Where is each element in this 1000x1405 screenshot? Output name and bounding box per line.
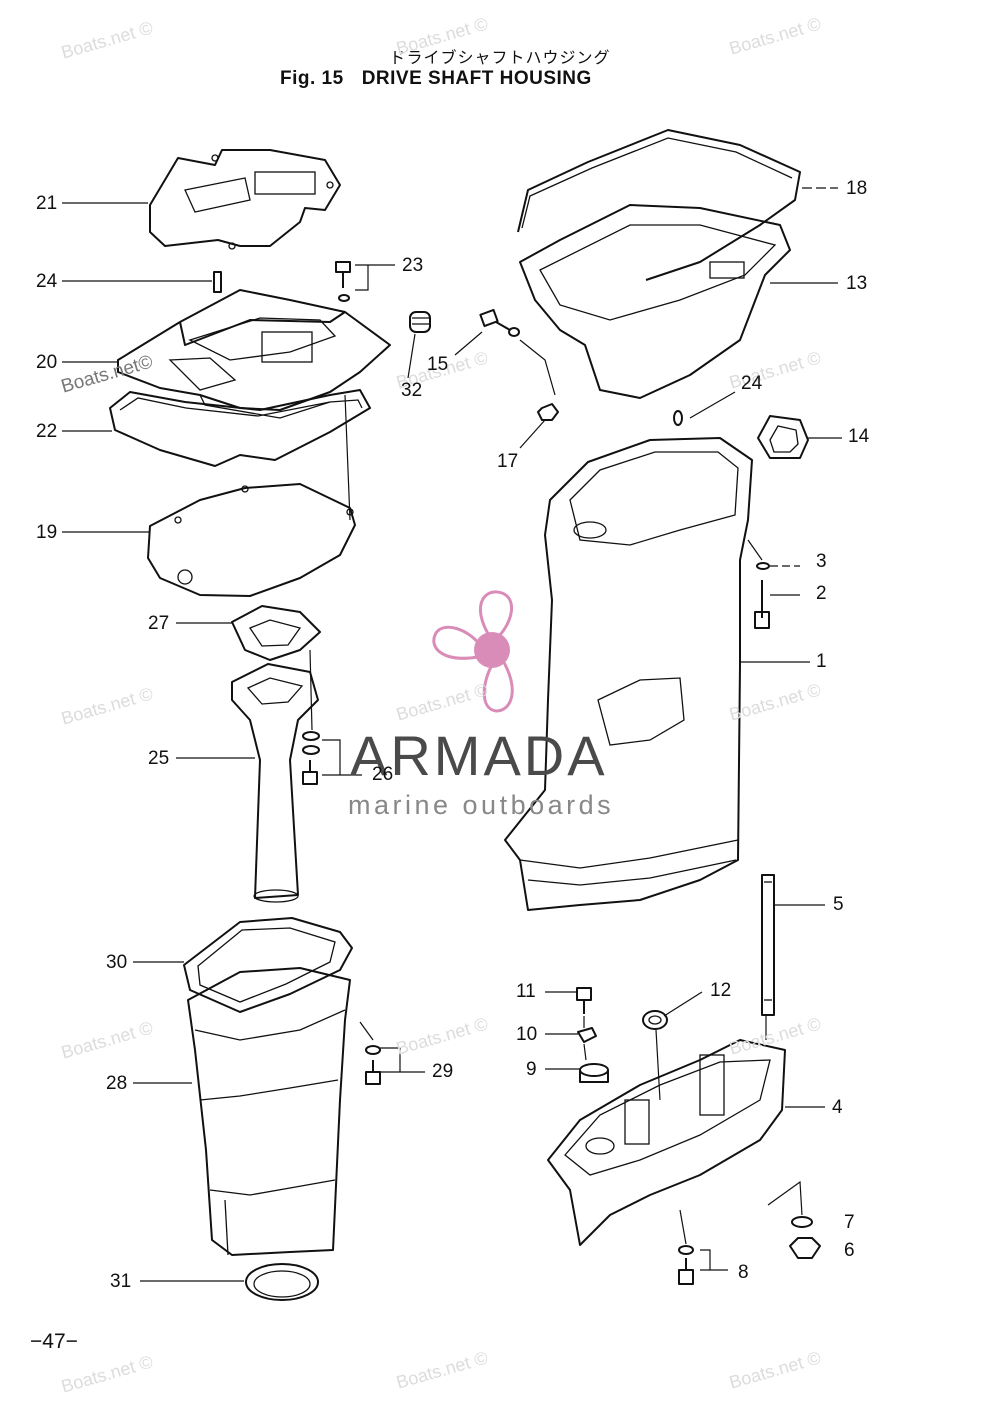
callout-19: 19 bbox=[36, 522, 58, 543]
part-4-lower-casing bbox=[547, 1039, 786, 1246]
part-15-bolt bbox=[479, 308, 520, 337]
part-19-gasket bbox=[147, 483, 356, 597]
callout-21: 21 bbox=[36, 193, 58, 214]
part-21-gasket bbox=[149, 149, 341, 250]
callout-13: 13 bbox=[846, 273, 868, 294]
part-28-exhaust-chamber bbox=[187, 967, 351, 1256]
brand-name: ARMADA bbox=[350, 724, 608, 787]
part-7-washer bbox=[791, 1216, 813, 1228]
callout-5: 5 bbox=[833, 894, 844, 915]
part-29-bolt bbox=[365, 1045, 381, 1085]
callout-11: 11 bbox=[516, 981, 536, 1002]
part-13-apron bbox=[519, 204, 791, 399]
callout-12: 12 bbox=[710, 980, 732, 1001]
part-27-gasket bbox=[231, 605, 321, 661]
callout-10: 10 bbox=[516, 1024, 538, 1045]
callout-24: 24 bbox=[36, 271, 58, 292]
diagram-title: Fig. 15 DRIVE SHAFT HOUSING bbox=[280, 68, 592, 90]
callout-28: 28 bbox=[106, 1073, 128, 1094]
callout-17: 17 bbox=[497, 451, 519, 472]
callout-20: 20 bbox=[36, 352, 58, 373]
part-11-bolt bbox=[576, 987, 592, 1014]
part-22-seal bbox=[109, 389, 371, 467]
callout-8: 8 bbox=[738, 1262, 749, 1283]
brand-tagline: marine outboards bbox=[348, 790, 615, 820]
callout-4: 4 bbox=[832, 1097, 843, 1118]
part-2-bolt bbox=[754, 580, 770, 629]
part-25-exhaust-guide bbox=[231, 663, 319, 903]
armada-propeller-logo bbox=[432, 590, 514, 713]
part-6-nut bbox=[789, 1237, 821, 1259]
part-24-pin bbox=[213, 271, 222, 293]
part-18-seal-rubber bbox=[517, 129, 801, 281]
callout-32: 32 bbox=[401, 380, 423, 401]
callout-3: 3 bbox=[816, 551, 827, 572]
callout-22: 22 bbox=[36, 421, 58, 442]
part-20-adapter-plate bbox=[117, 289, 391, 419]
part-9-cap bbox=[579, 1063, 609, 1083]
figure-title: DRIVE SHAFT HOUSING bbox=[361, 68, 592, 89]
page-number: −47− bbox=[30, 1330, 78, 1353]
callout-25: 25 bbox=[148, 748, 170, 769]
callout-23: 23 bbox=[402, 255, 424, 276]
part-17-nut bbox=[537, 403, 559, 421]
callout-24-upper: 24 bbox=[741, 373, 763, 394]
callout-2: 2 bbox=[816, 583, 827, 604]
callout-6: 6 bbox=[844, 1240, 855, 1261]
callout-27: 27 bbox=[148, 613, 170, 634]
part-23-bolt bbox=[335, 261, 351, 302]
figure-number: Fig. 15 bbox=[280, 68, 344, 89]
part-14-grommet bbox=[757, 415, 809, 459]
callout-18: 18 bbox=[846, 178, 868, 199]
part-10-lock-tab bbox=[577, 1027, 597, 1043]
part-3-washer bbox=[756, 562, 770, 570]
part-8-bolt bbox=[678, 1245, 694, 1285]
callout-30: 30 bbox=[106, 952, 128, 973]
callout-14: 14 bbox=[848, 426, 870, 447]
part-30-gasket bbox=[183, 917, 353, 1013]
title-japanese: ドライブシャフトハウジング bbox=[389, 48, 611, 67]
callout-7: 7 bbox=[844, 1212, 855, 1233]
part-31-seal-ring bbox=[245, 1263, 319, 1301]
part-5-stud bbox=[761, 874, 775, 1016]
part-26-bolt bbox=[302, 731, 320, 785]
callout-26: 26 bbox=[372, 764, 394, 785]
leader-lines bbox=[62, 187, 842, 1282]
callout-1: 1 bbox=[816, 651, 827, 672]
callout-31: 31 bbox=[110, 1271, 132, 1292]
part-1-drive-shaft-housing bbox=[504, 437, 753, 911]
part-32-plug bbox=[409, 311, 431, 333]
part-12-cup bbox=[642, 1010, 668, 1030]
callout-29: 29 bbox=[432, 1061, 454, 1082]
callout-9: 9 bbox=[526, 1059, 537, 1080]
callout-15: 15 bbox=[427, 354, 449, 375]
part-24-pin-upper bbox=[673, 410, 683, 426]
